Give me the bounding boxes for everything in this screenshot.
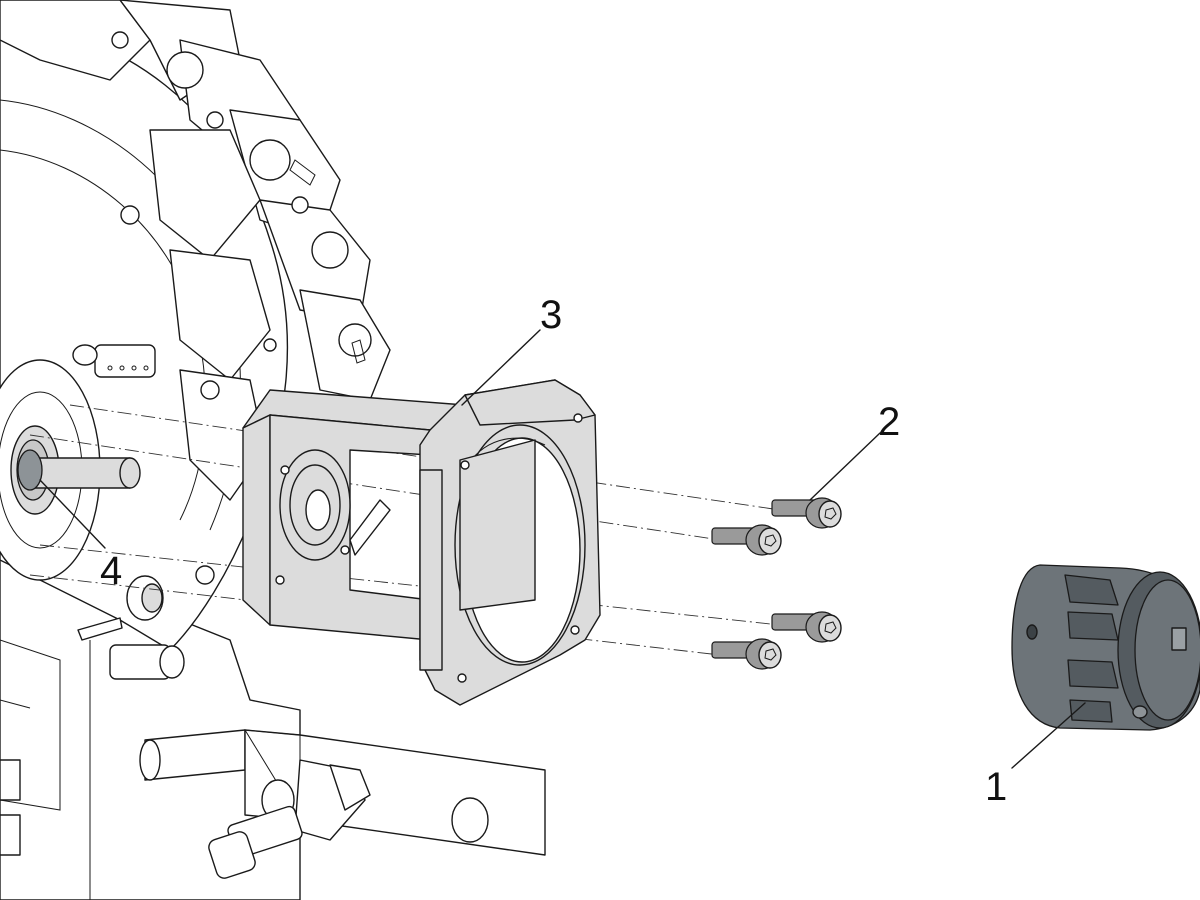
breather-plug bbox=[72, 344, 156, 378]
mounting-bracket bbox=[139, 729, 546, 879]
screw-4 bbox=[711, 638, 782, 670]
screw-1 bbox=[771, 497, 842, 529]
callout-1: 1 bbox=[985, 765, 1007, 809]
callout-labels: 1 2 3 4 bbox=[100, 293, 1007, 809]
leader-1 bbox=[1011, 702, 1086, 769]
leader-3 bbox=[461, 329, 541, 406]
gearbox-output-boss bbox=[0, 359, 141, 581]
part-2-socket-head-screws bbox=[711, 497, 842, 670]
gearbox-housing bbox=[0, 0, 546, 900]
callout-leaders bbox=[39, 329, 1086, 769]
leader-4 bbox=[39, 479, 106, 549]
part-3-adapter-flange bbox=[242, 379, 601, 706]
callout-2: 2 bbox=[878, 400, 900, 444]
leader-2 bbox=[809, 432, 881, 501]
callout-3: 3 bbox=[540, 293, 562, 337]
callout-4: 4 bbox=[100, 549, 122, 593]
drive-chain-cover bbox=[0, 0, 391, 585]
screw-2 bbox=[711, 524, 782, 556]
part-1-jaw-coupling bbox=[1011, 564, 1200, 731]
screw-3 bbox=[771, 611, 842, 643]
